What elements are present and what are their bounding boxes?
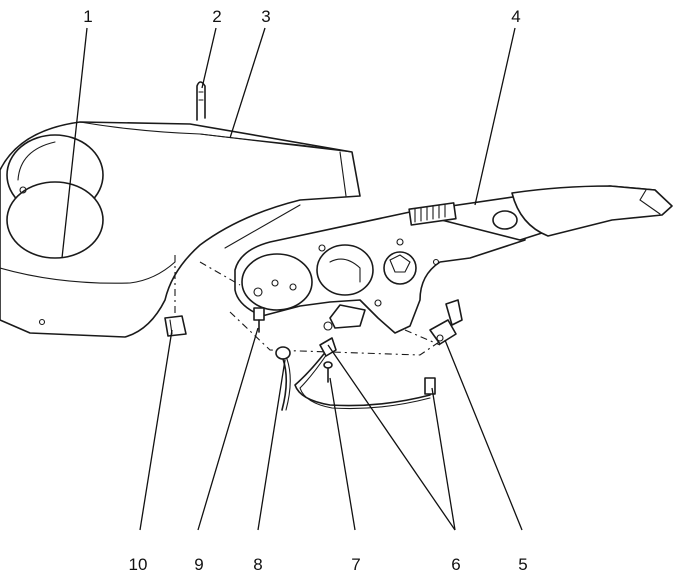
screw-part-7 bbox=[323, 361, 333, 383]
cup-holder-front bbox=[6, 181, 104, 259]
leader-10 bbox=[139, 329, 173, 531]
callout-numbers: 1 2 3 4 5 6 7 8 9 10 bbox=[83, 7, 527, 574]
warning-switch bbox=[429, 299, 463, 345]
leader-8 bbox=[257, 359, 286, 531]
callout-9: 9 bbox=[194, 555, 203, 574]
leader-4 bbox=[474, 27, 516, 206]
console-cover bbox=[0, 121, 361, 338]
callout-1: 1 bbox=[83, 7, 92, 26]
callout-4: 4 bbox=[511, 7, 520, 26]
bolt-part-9 bbox=[253, 307, 265, 333]
mount-hole-large bbox=[241, 253, 313, 311]
leader-2 bbox=[201, 27, 217, 89]
assembly-lines bbox=[174, 255, 443, 356]
leader-1 bbox=[61, 27, 88, 259]
callout-5: 5 bbox=[518, 555, 527, 574]
clip-part-2 bbox=[196, 81, 206, 121]
clip-part-10 bbox=[164, 315, 187, 337]
leader-3 bbox=[229, 27, 266, 139]
leader-7 bbox=[329, 377, 356, 531]
callout-10: 10 bbox=[129, 555, 148, 574]
handbrake-lever bbox=[234, 185, 673, 334]
release-button bbox=[492, 210, 518, 230]
callout-7: 7 bbox=[351, 555, 360, 574]
leader-5 bbox=[444, 339, 523, 531]
leader-6a bbox=[327, 344, 456, 531]
leader-lines bbox=[61, 27, 523, 531]
callout-3: 3 bbox=[261, 7, 270, 26]
callout-2: 2 bbox=[212, 7, 221, 26]
callout-8: 8 bbox=[253, 555, 262, 574]
callout-6: 6 bbox=[451, 555, 460, 574]
leader-6b bbox=[431, 387, 456, 531]
leader-9 bbox=[197, 327, 259, 531]
